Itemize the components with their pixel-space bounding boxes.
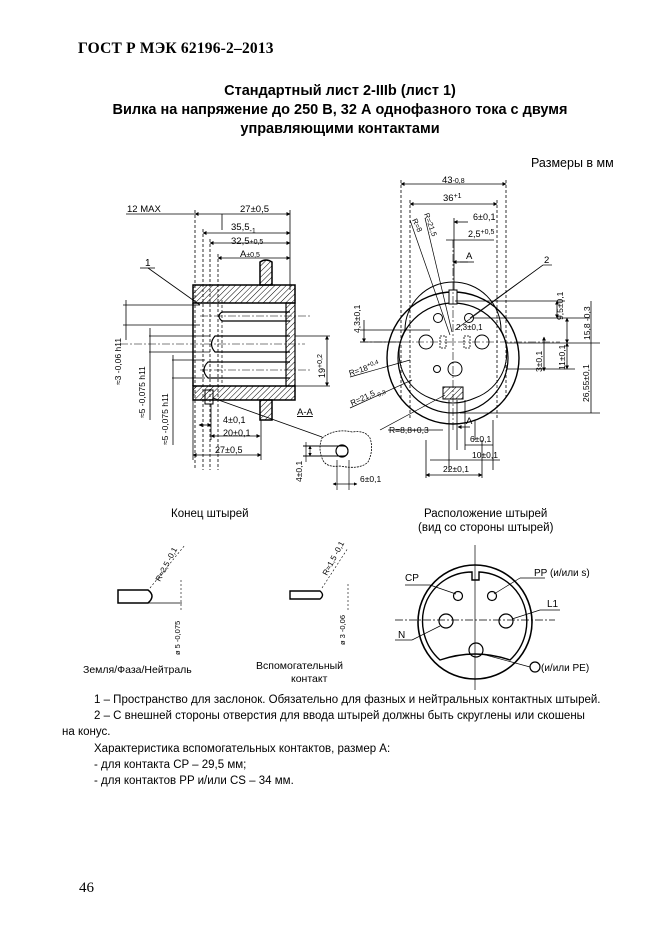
section-left-dimensions [123,300,210,445]
dim-15-8: 15,8 -0,3 [582,306,592,340]
title-line-3: управляющими контактами [240,121,440,137]
dim-35-5: 35,5-1 [231,222,256,235]
detail-dim-6: 6±0,1 [360,474,381,484]
dim-20: 20±0,1 [223,428,250,438]
dim-36: 36+1 [443,193,462,204]
dim-4: 4±0,1 [223,415,245,425]
pin-layout-diagram [395,545,560,690]
aux-pin-caption-2: контакт [291,673,328,685]
pin-label-cp: CP [405,573,419,584]
dim-r8-top: R=8 [410,217,424,233]
dim-43: 43-0,8 [442,175,465,186]
notes: 1 – Пространство для заслонок. Обязатель… [62,692,640,789]
dim-9-5: 9,5±0,1 [555,291,565,320]
dim-A: A±0,5 [240,249,260,260]
note-1: 1 – Пространство для заслонок. Обязатель… [94,694,601,706]
pin-label-pp: PP (и/или s) [534,568,590,579]
aux-pin-diameter: ø 3 -0,06 [338,615,347,645]
dim-r21-5: R=21,5-0,3 [349,384,388,411]
aux-pin-end [289,547,349,612]
dim-r8-8: R=8,8+0,3 [389,425,429,435]
pin-label-n: N [398,630,405,641]
pin-label-l1: L1 [547,599,559,610]
main-pin-radius: R≈2,5 -0,1 [154,545,180,583]
callout-1: 1 [145,258,151,269]
callout-2: 2 [544,255,549,266]
title-line-2: Вилка на напряжение до 250 В, 32 А одноф… [112,102,568,118]
dim-dia-5b: ≈5 -0,075 h11 [160,393,170,445]
dim-dia-3: ≈3 -0,06 h11 [113,338,123,385]
main-pin-diameter: ø 5 -0,075 [173,621,182,655]
dim-2-5: 2,5+0,5 [468,229,494,239]
dim-19: 19+0,2 [317,354,327,378]
dim-2-3: 2,3±0,1 [456,323,483,332]
dim-dia-5a: ≈5 -0,075 h11 [137,366,147,418]
plug-body-section [120,259,310,421]
section-top-dimensions [126,210,291,470]
dim-12-max: 12 MAX [127,204,161,215]
pin-layout-title-1: Расположение штырей [424,508,547,520]
section-bottom-dimensions [192,400,262,460]
detail-view [303,430,372,490]
main-pin-caption: Земля/Фаза/Нейтраль [83,664,192,676]
page-number: 46 [79,880,94,896]
dim-27-bottom: 27±0,5 [215,445,242,455]
pin-end-title: Конец штырей [171,508,249,520]
dim-4-3: 4,3±0,1 [352,304,362,333]
section-label-a-a: A-A [297,407,314,418]
dim-r21-5-top: R=21,5 [422,212,439,238]
standard-header: ГОСТ Р МЭК 62196-2–2013 [78,40,274,57]
note-2-line-2: на конус. [62,726,111,739]
title-line-1: Стандартный лист 2-IIIb (лист 1) [224,83,456,99]
section-view [120,210,330,470]
pin-label-pe: (и/или PE) [541,663,589,674]
dim-3: 3±0,1 [534,351,544,372]
dim-11: 11±0,1 [557,344,567,370]
label-A-bottom: A [466,416,473,427]
dim-10: 10±0,1 [472,450,498,460]
sheet-title: Стандартный лист 2-IIIb (лист 1) Вилка н… [60,82,620,139]
aux-contact-cp: - для контакта CP – 29,5 мм; [94,758,247,771]
dim-6-bottom: 6±0,1 [470,434,491,444]
aux-pin-radius: R≈1,5 -0,1 [321,539,347,577]
detail-dim-4: 4±0,1 [294,461,304,482]
aux-pin-caption-1: Вспомогательный [256,660,343,672]
dim-22: 22±0,1 [443,464,469,474]
front-view [349,180,600,478]
units-label: Размеры в мм [531,156,614,170]
pin-layout-title-2: (вид со стороны штырей) [418,522,554,534]
main-pin-end [117,544,186,610]
dim-r18: R=18+0,4 [348,359,381,377]
aux-contact-pp-cs: - для контактов PP и/или CS – 34 мм. [94,775,294,788]
aux-contacts-heading: Характеристика вспомогательных контактов… [94,742,391,755]
note-2-line-1: 2 – С внешней стороны отверстия для ввод… [94,710,585,723]
dim-26-55: 26,55±0,1 [581,364,591,402]
dim-27: 27±0,5 [240,204,269,215]
dim-32-5: 32,5+0,5 [231,236,263,247]
label-A-top: A [466,251,473,262]
dim-6-top: 6±0,1 [473,212,495,222]
